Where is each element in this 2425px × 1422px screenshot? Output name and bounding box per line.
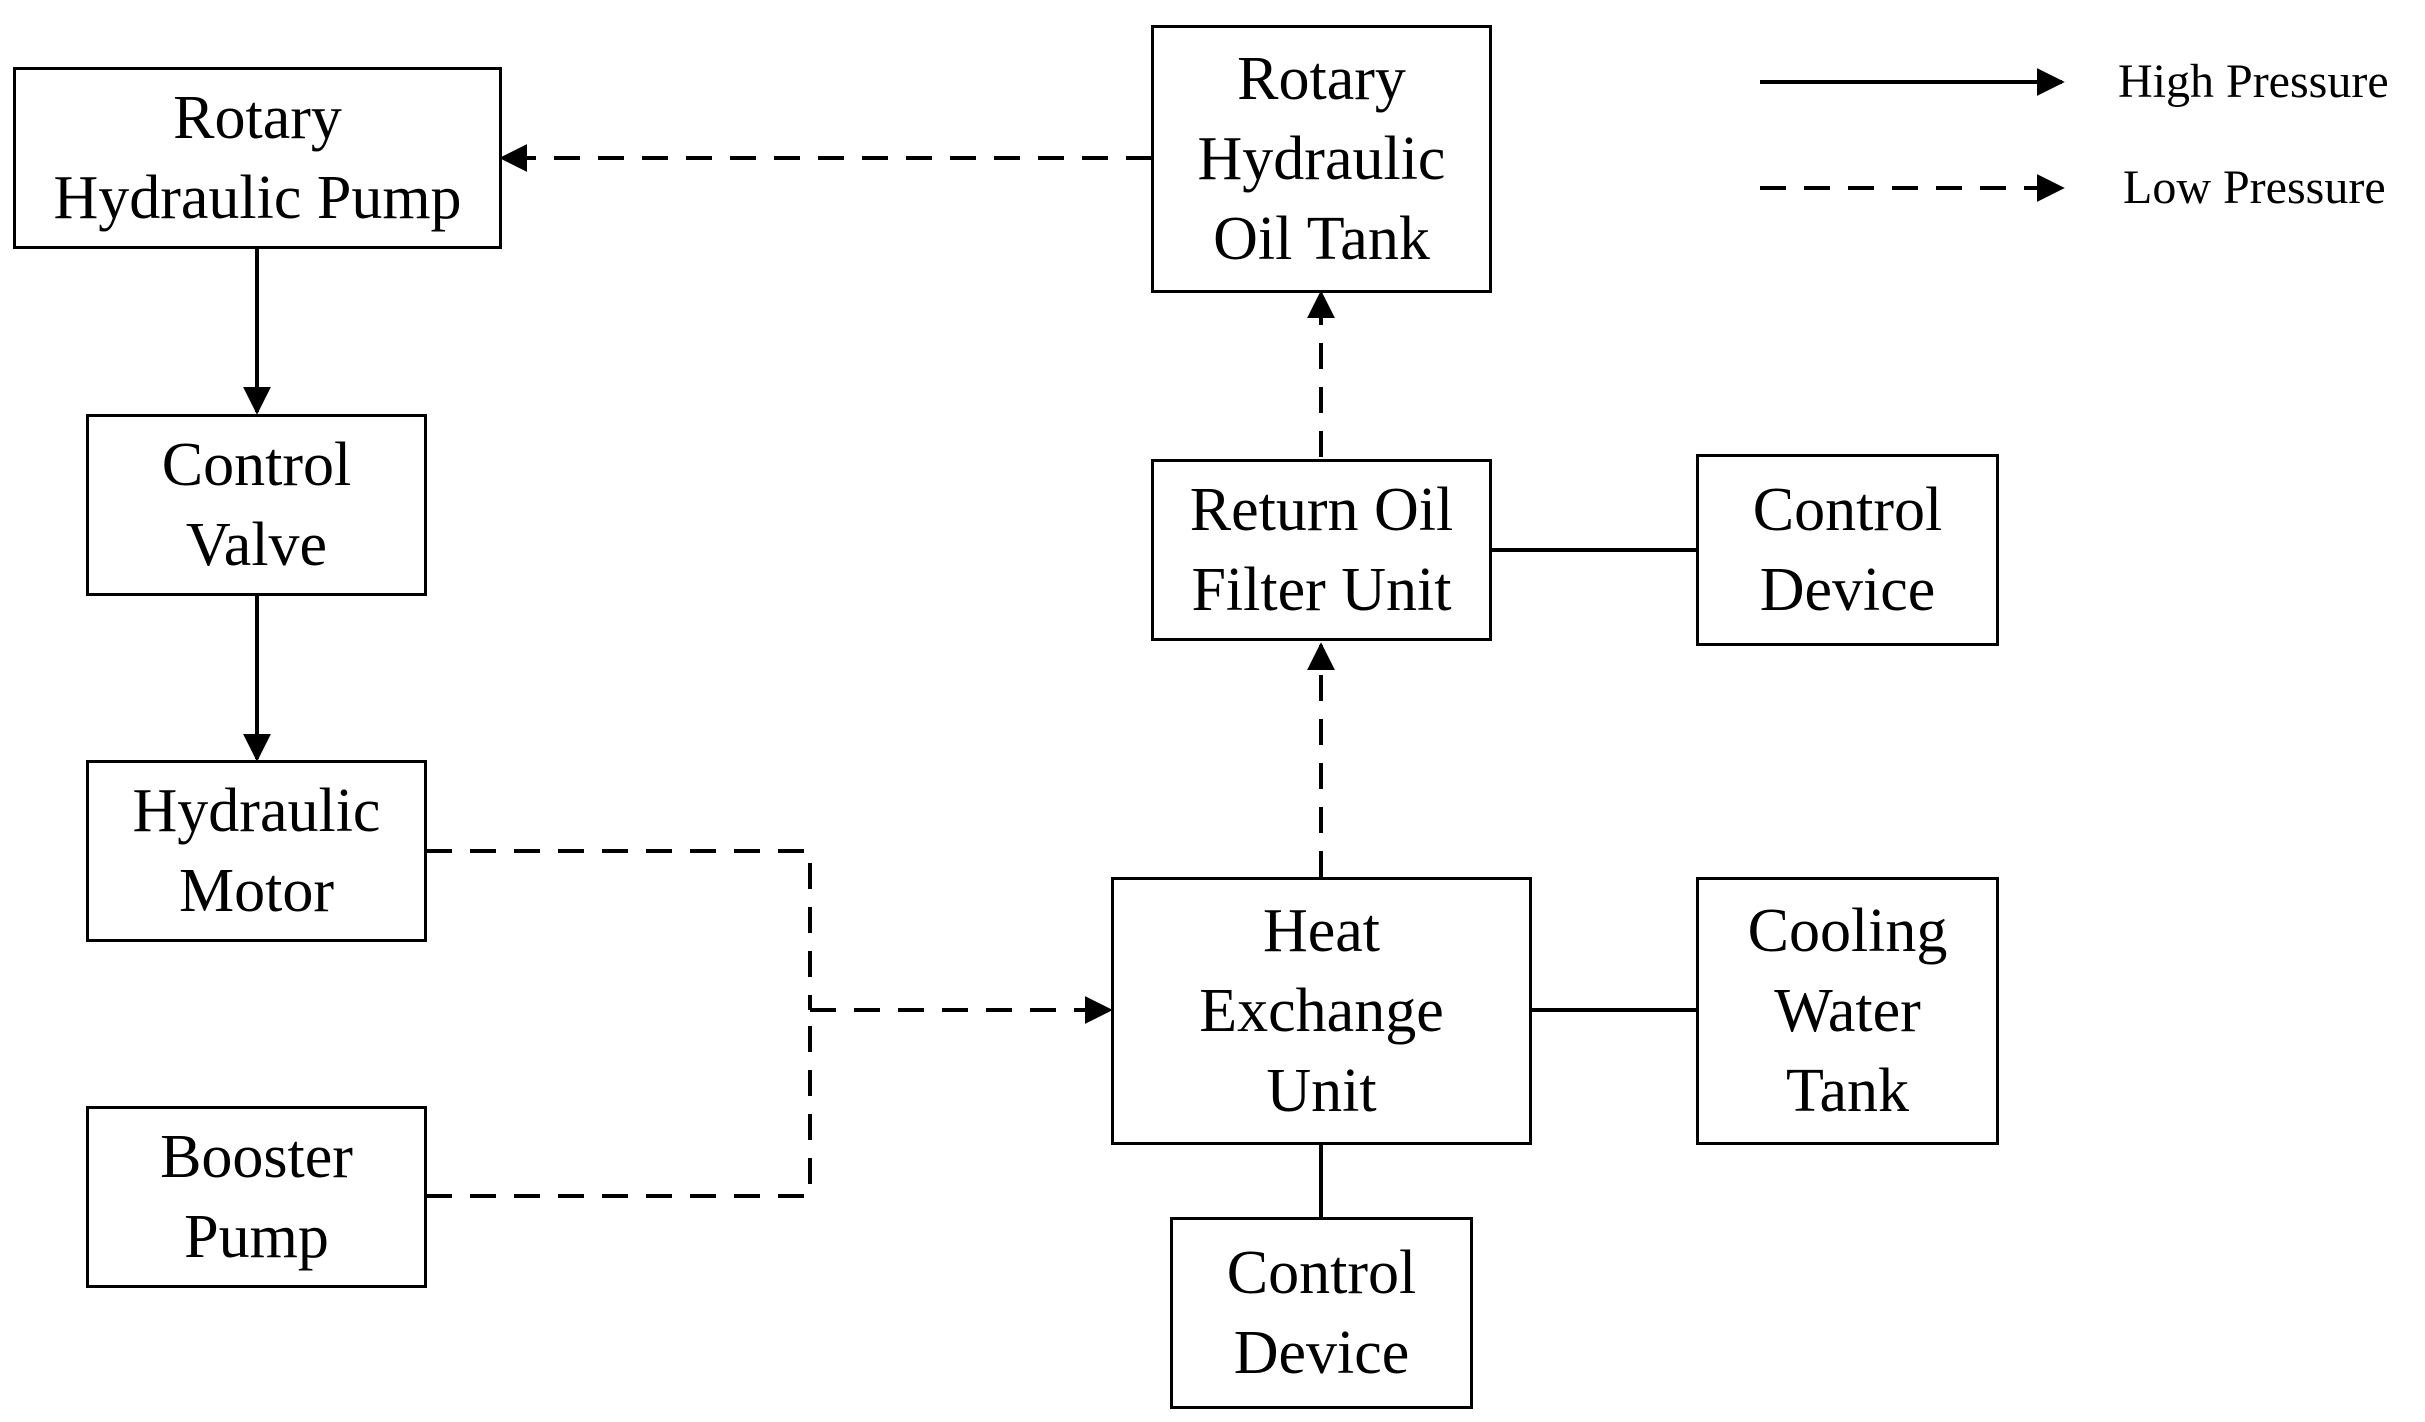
booster-pump-label: Booster Pump xyxy=(160,1123,353,1271)
control-device-bottom-label: Control Device xyxy=(1226,1239,1417,1387)
dashed-motor-to-junction xyxy=(426,849,812,1010)
hydraulic-motor-label: Hydraulic Motor xyxy=(132,777,381,925)
rotary-hydraulic-oil-tank-box: Rotary Hydraulic Oil Tank xyxy=(1151,25,1492,293)
cooling-water-tank-box: Cooling Water Tank xyxy=(1696,877,1999,1145)
legend-low-pressure-label: Low Pressure xyxy=(2123,161,2386,214)
heat-exchange-unit-box: Heat Exchange Unit xyxy=(1111,877,1532,1145)
control-device-top-box: Control Device xyxy=(1696,454,1999,646)
rotary-hydraulic-pump-label: Rotary Hydraulic Pump xyxy=(53,84,462,232)
control-valve-label: Control Valve xyxy=(161,431,352,579)
control-device-top-label: Control Device xyxy=(1752,476,1943,624)
return-oil-filter-unit-box: Return Oil Filter Unit xyxy=(1151,459,1492,641)
return-oil-filter-unit-label: Return Oil Filter Unit xyxy=(1189,476,1454,624)
hydraulic-motor-box: Hydraulic Motor xyxy=(86,760,427,942)
dashed-booster-to-junction xyxy=(426,1010,812,1198)
rotary-hydraulic-oil-tank-label: Rotary Hydraulic Oil Tank xyxy=(1197,45,1446,273)
cooling-water-tank-label: Cooling Water Tank xyxy=(1747,897,1948,1125)
booster-pump-box: Booster Pump xyxy=(86,1106,427,1288)
legend-high-pressure-label: High Pressure xyxy=(2118,55,2389,108)
rotary-hydraulic-pump-box: Rotary Hydraulic Pump xyxy=(13,67,502,249)
heat-exchange-unit-label: Heat Exchange Unit xyxy=(1199,897,1444,1125)
control-device-bottom-box: Control Device xyxy=(1170,1217,1473,1409)
control-valve-box: Control Valve xyxy=(86,414,427,596)
